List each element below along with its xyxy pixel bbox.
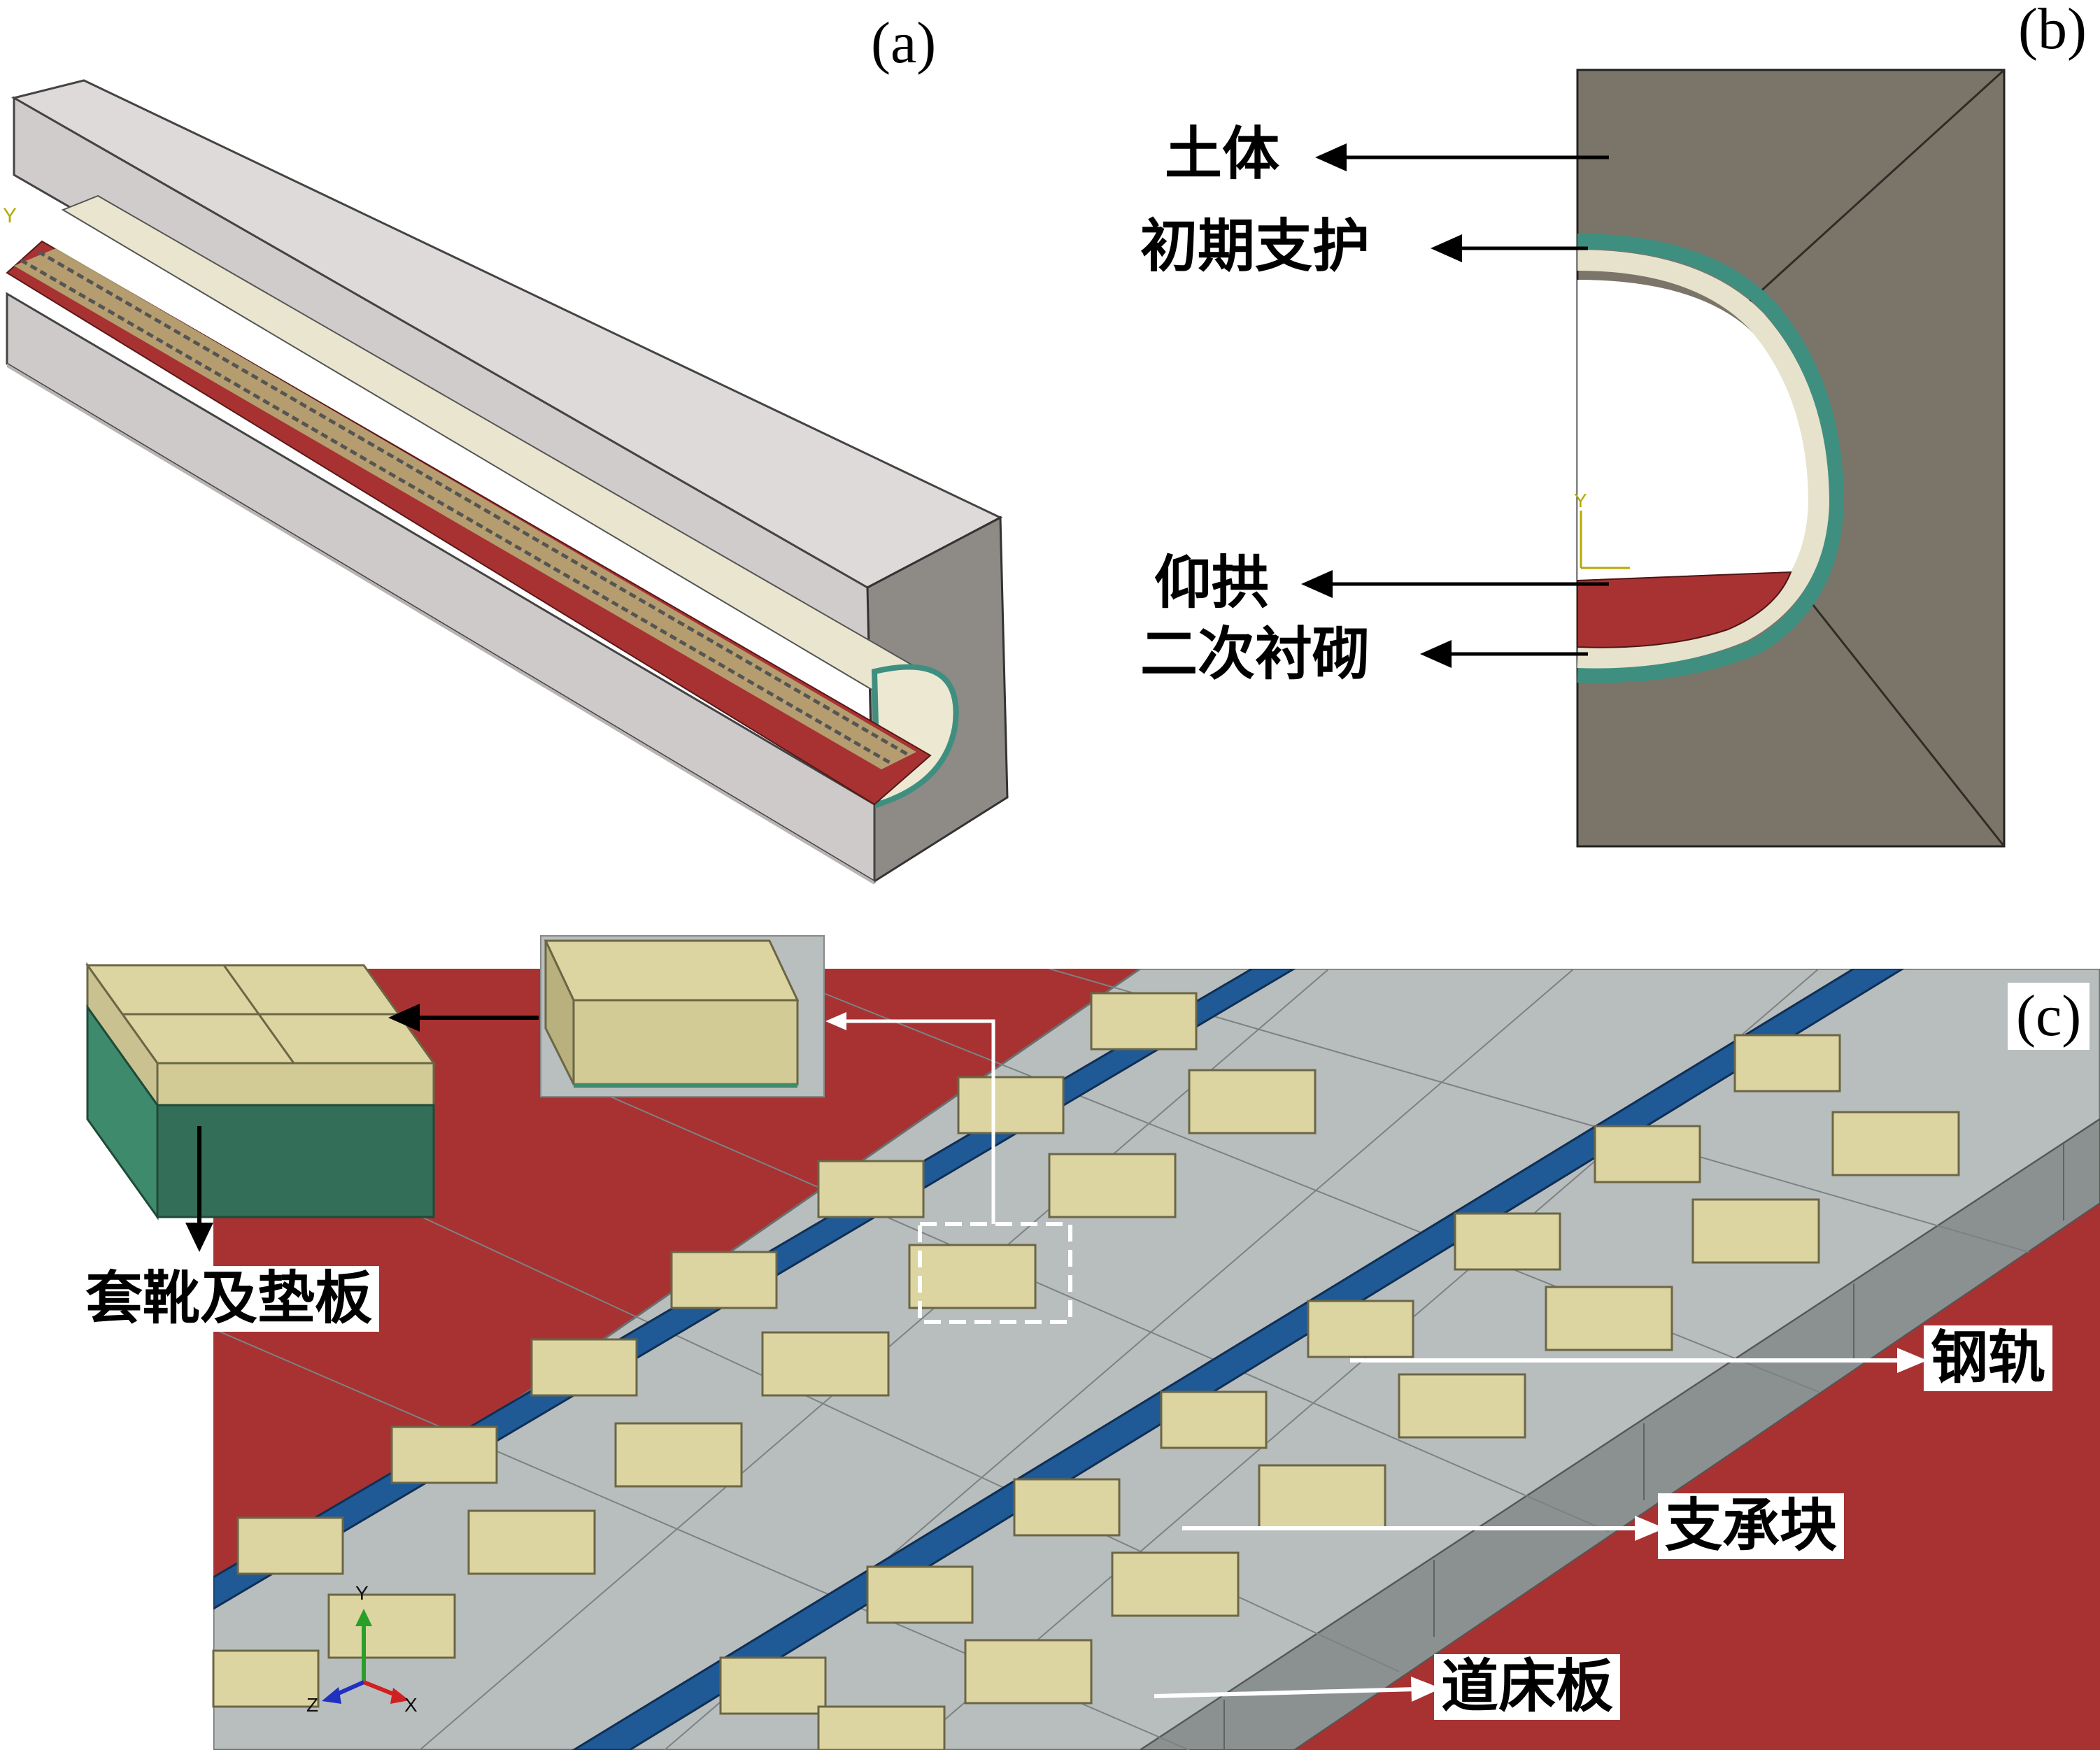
support-block	[1454, 1212, 1561, 1271]
support-block	[390, 1425, 498, 1484]
exploded-pad-side	[156, 1104, 435, 1218]
support-block	[530, 1338, 638, 1397]
axis-marker-y-a: Y	[3, 204, 17, 227]
slab-grid	[213, 969, 2029, 1750]
support-block	[670, 1251, 778, 1309]
callout-soil: 土体	[1165, 121, 1280, 187]
soil-diagonal-lower	[1803, 594, 2006, 847]
callout-track-bed-slab: 道床板	[1434, 1654, 1621, 1720]
panel-a-label: (a)	[871, 10, 937, 76]
panel-b-label: (b)	[2018, 0, 2087, 62]
soil-block-bottom-face	[7, 364, 874, 885]
callout-secondary-lining: 二次衬砌	[1140, 621, 1370, 688]
support-block	[1111, 1551, 1240, 1617]
callout-support-block: 支承块	[1658, 1493, 1845, 1559]
leader-support-block	[1182, 1516, 1665, 1541]
axis-triad-label-x: X	[404, 1694, 418, 1716]
support-blocks	[212, 992, 1960, 1750]
support-block	[957, 1076, 1065, 1134]
arrow-exploded-to-label	[185, 1126, 213, 1252]
leader-arrowhead-inset	[825, 1012, 846, 1030]
support-block	[1733, 1034, 1841, 1093]
inset-block-front	[572, 999, 799, 1086]
support-block	[817, 1160, 925, 1218]
support-block	[1160, 1390, 1268, 1449]
support-block	[761, 1331, 890, 1397]
support-block	[1307, 1300, 1414, 1358]
track-bed-slab-side	[1139, 1118, 2100, 1750]
support-block	[1013, 1478, 1121, 1537]
support-block	[1090, 992, 1198, 1051]
rail-right	[572, 969, 1905, 1750]
support-block	[1048, 1153, 1177, 1218]
invert-region	[1577, 571, 1792, 648]
track-strip	[14, 248, 916, 769]
arrow-secondary-lining	[1420, 640, 1588, 668]
support-block	[1831, 1111, 1960, 1176]
support-block	[212, 1649, 320, 1708]
primary-support-band	[1577, 234, 1845, 683]
support-block	[1188, 1069, 1317, 1134]
axis-triad-label-y: Y	[355, 1582, 369, 1604]
callout-boot-pad: 套靴及垫板	[78, 1266, 380, 1332]
support-block	[866, 1565, 974, 1624]
axis-triad-label-z: Z	[306, 1694, 319, 1716]
support-block	[1258, 1464, 1386, 1530]
arrow-invert	[1301, 570, 1609, 598]
support-block	[817, 1705, 946, 1750]
axis-marker-y-b: Y	[1574, 490, 1587, 511]
leader-selection-to-inset	[839, 1019, 995, 1224]
inset-block-top	[544, 939, 800, 1002]
support-block	[964, 1639, 1093, 1705]
secondary-lining-band	[1577, 250, 1830, 669]
arrow-soil	[1315, 143, 1609, 171]
support-block	[467, 1509, 596, 1575]
support-block	[1545, 1286, 1673, 1351]
support-block	[327, 1593, 456, 1659]
leader-track-bed-slab	[1154, 1677, 1441, 1702]
support-block	[614, 1422, 743, 1488]
tunnel-opening	[1577, 280, 1819, 581]
exploded-block-front	[156, 1062, 435, 1107]
slab-side-joints	[1223, 1144, 2064, 1750]
support-block	[908, 1244, 1037, 1309]
leader-rail	[1350, 1348, 1927, 1373]
support-block	[1398, 1373, 1526, 1439]
panel-c-label: (c)	[2008, 983, 2090, 1050]
arrow-inset-to-exploded	[388, 1004, 539, 1032]
soil-diagonal-upper	[1733, 69, 2006, 316]
support-block	[236, 1516, 344, 1575]
support-block	[1594, 1125, 1701, 1183]
callout-invert: 仰拱	[1154, 550, 1270, 616]
arrow-primary-support	[1431, 234, 1588, 262]
support-block	[719, 1656, 827, 1715]
axis-triad	[322, 1609, 409, 1704]
callout-primary-support: 初期支护	[1140, 213, 1370, 280]
callout-rail: 钢轨	[1924, 1325, 2053, 1391]
support-block	[1691, 1198, 1820, 1264]
